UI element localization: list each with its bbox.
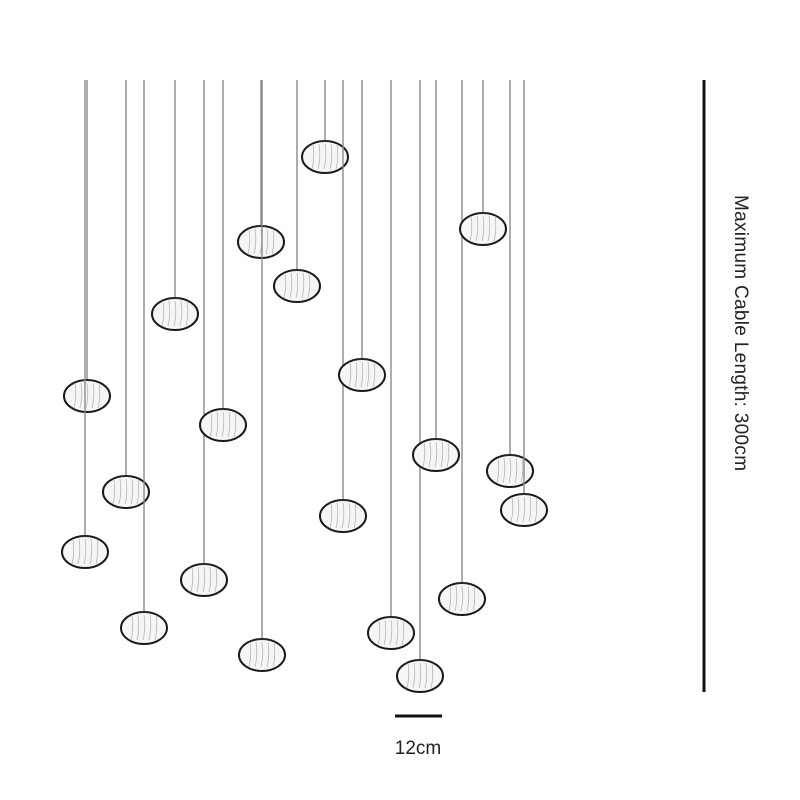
pendant-15 bbox=[396, 80, 444, 693]
glass-globe-pendant-icon bbox=[238, 638, 286, 672]
glass-globe-pendant-icon bbox=[486, 454, 534, 488]
glass-globe-pendant-icon bbox=[120, 611, 168, 645]
glass-globe-pendant-icon bbox=[273, 269, 321, 303]
pendant-09 bbox=[273, 80, 321, 303]
pendant-12 bbox=[338, 80, 386, 392]
glass-globe-pendant-icon bbox=[151, 297, 199, 331]
glass-globe-pendant-icon bbox=[319, 499, 367, 533]
pendant-19 bbox=[486, 80, 534, 488]
pendant-width-label: 12cm bbox=[395, 738, 441, 759]
glass-globe-pendant-icon bbox=[63, 379, 111, 413]
pendant-11 bbox=[319, 80, 367, 533]
glass-globe-pendant-icon bbox=[438, 582, 486, 616]
glass-globe-pendant-icon bbox=[301, 140, 349, 174]
pendant-05 bbox=[180, 80, 228, 597]
glass-globe-pendant-icon bbox=[237, 225, 285, 259]
pendant-14 bbox=[367, 80, 415, 650]
glass-globe-pendant-icon bbox=[180, 563, 228, 597]
pendant-07 bbox=[237, 80, 285, 259]
pendant-03 bbox=[120, 80, 168, 645]
pendant-04 bbox=[151, 80, 199, 331]
glass-globe-pendant-icon bbox=[102, 475, 150, 509]
cable-length-label: Maximum Cable Length: 300cm bbox=[730, 195, 751, 471]
pendant-20 bbox=[500, 80, 548, 527]
glass-globe-pendant-icon bbox=[199, 408, 247, 442]
pendant-01 bbox=[63, 80, 111, 413]
glass-globe-pendant-icon bbox=[338, 358, 386, 392]
pendant-08 bbox=[238, 80, 286, 672]
glass-globe-pendant-icon bbox=[500, 493, 548, 527]
pendant-10 bbox=[301, 80, 349, 174]
pendant-18 bbox=[459, 80, 507, 246]
pendant-cluster bbox=[61, 80, 548, 693]
glass-globe-pendant-icon bbox=[459, 212, 507, 246]
pendant-17 bbox=[438, 80, 486, 616]
glass-globe-pendant-icon bbox=[412, 438, 460, 472]
pendant-02 bbox=[102, 80, 150, 509]
pendant-06 bbox=[199, 80, 247, 442]
glass-globe-pendant-icon bbox=[367, 616, 415, 650]
pendant-13 bbox=[61, 80, 109, 569]
glass-globe-pendant-icon bbox=[396, 659, 444, 693]
glass-globe-pendant-icon bbox=[61, 535, 109, 569]
pendant-16 bbox=[412, 80, 460, 472]
